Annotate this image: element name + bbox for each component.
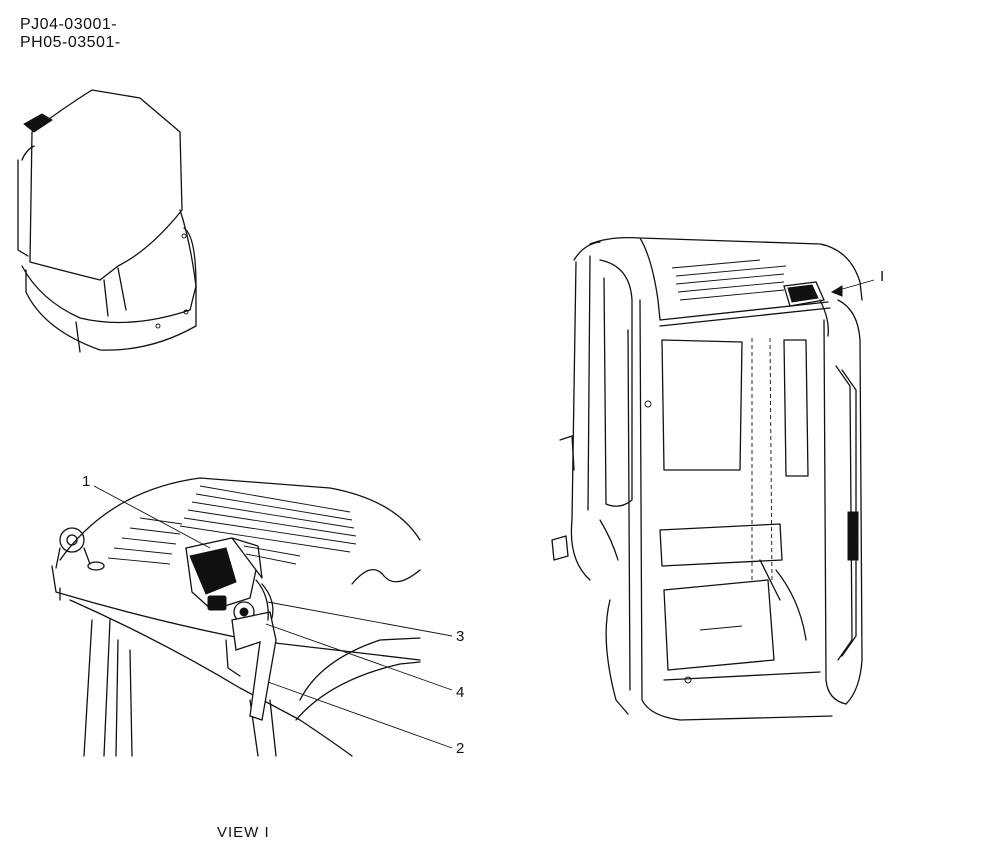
callout-part-2: 2 [456,740,465,757]
cab-overview-illustration [17,89,197,353]
callout-part-3: 3 [456,628,465,645]
view-caption: VIEW I [217,824,270,841]
callout-part-4: 4 [456,684,465,701]
serial-range-2: PH05-03501- [20,34,121,51]
serial-range-1: PJ04-03001- [20,16,118,33]
cab-full-illustration [551,236,875,721]
view-i-detail-illustration [51,477,453,757]
view-marker-label: I [880,268,885,285]
callout-part-1: 1 [82,473,91,490]
